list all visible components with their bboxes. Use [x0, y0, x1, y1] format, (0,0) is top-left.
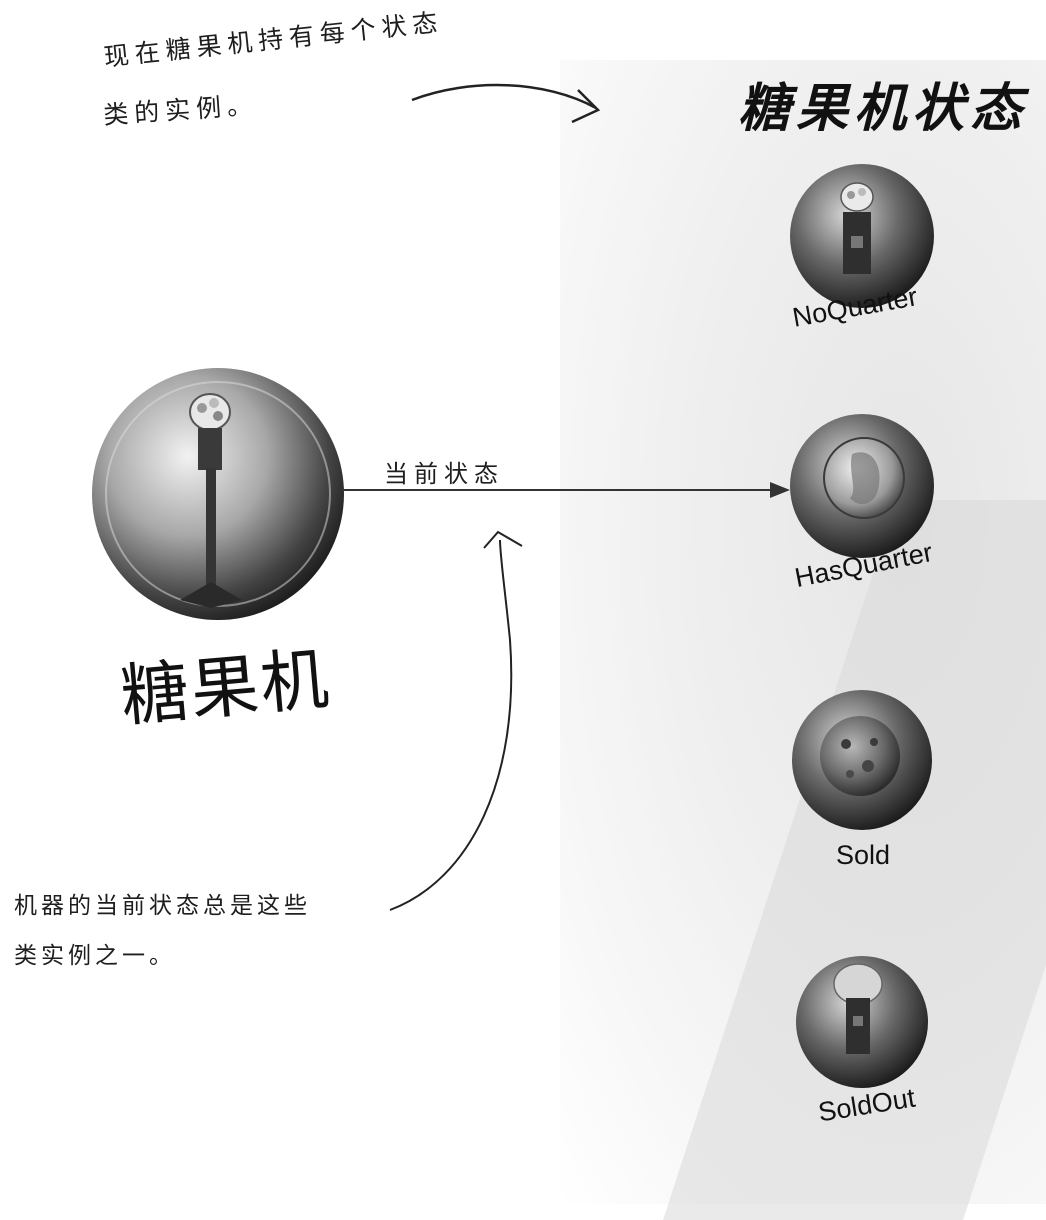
bottom-note-arrow	[389, 539, 513, 911]
gumball-machine-icon	[92, 368, 344, 620]
bottom-annotation-line-2: 类实例之一。	[14, 943, 176, 969]
current-state-label: 当前状态	[384, 460, 504, 488]
states-panel-title: 糖果机状态	[738, 79, 1029, 139]
sold-state-icon	[792, 690, 932, 830]
current-state-arrowhead	[770, 482, 790, 498]
gumball-machine-label: 糖果机	[117, 639, 334, 737]
soldout-state-icon	[796, 956, 928, 1088]
hasquarter-state-icon	[790, 414, 934, 558]
top-note-arrowhead	[571, 89, 601, 124]
bottom-note-arrowhead	[483, 530, 523, 549]
top-note-arrow	[411, 83, 597, 110]
noquarter-state-icon	[790, 164, 934, 308]
state-label-sold: Sold	[836, 840, 891, 870]
bottom-annotation-line-1: 机器的当前状态总是这些	[14, 893, 311, 919]
